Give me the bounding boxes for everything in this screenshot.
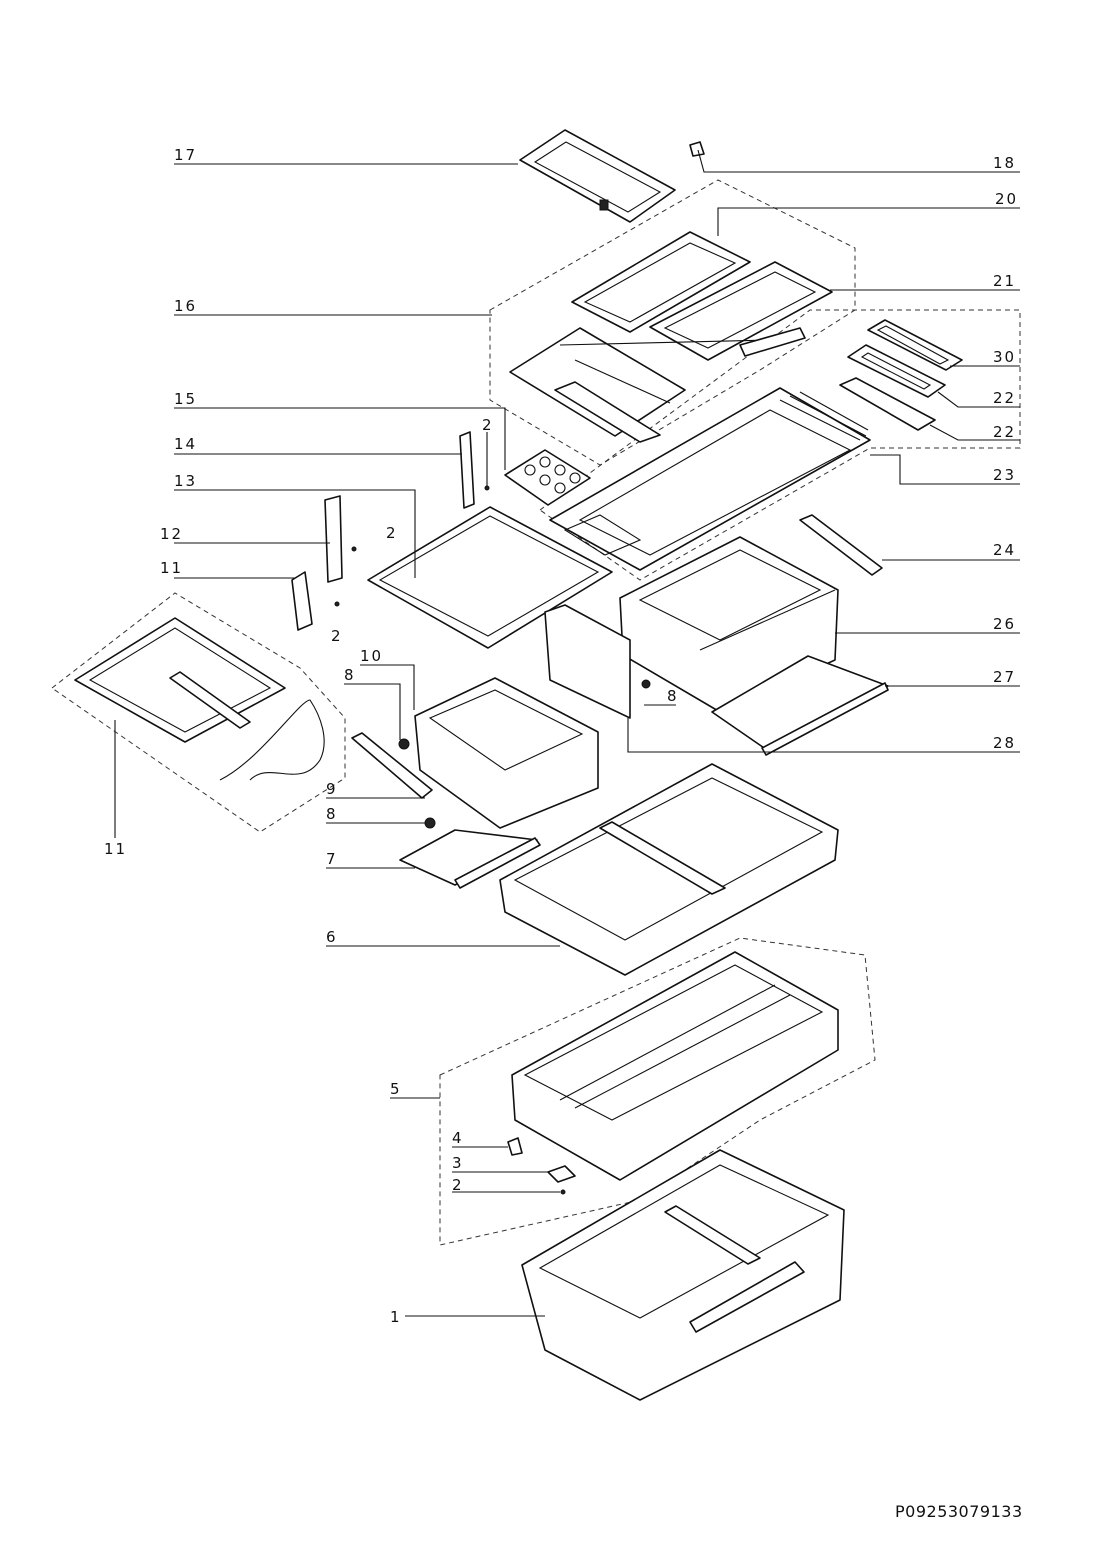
- callout-2-b: 2: [386, 524, 398, 542]
- group-outline-11: [51, 592, 346, 833]
- part-18-shelf: [519, 129, 676, 223]
- callout-12: 11: [160, 559, 183, 577]
- callout-21: 20: [995, 190, 1018, 208]
- callout-23-lower: 22: [993, 423, 1016, 441]
- callout-17: 16: [174, 297, 197, 315]
- callout-15: 14: [174, 435, 197, 453]
- part-29-frame: [544, 604, 651, 719]
- part-15-bracket: [459, 431, 475, 509]
- part-5-bin: [511, 951, 839, 1181]
- part-2-screw-a: [484, 432, 490, 491]
- callout-29: 28: [993, 734, 1016, 752]
- part-4-clip: [507, 1137, 523, 1156]
- callout-4: 4: [452, 1129, 464, 1147]
- part-28-glass-cover: [711, 655, 889, 756]
- part-23-trim-upper: [847, 344, 946, 398]
- callout-16: 15: [174, 390, 197, 408]
- leader-lines: [114, 149, 1020, 1317]
- part-14-glass-shelf: [367, 506, 613, 649]
- part-3-bracket: [547, 1165, 576, 1183]
- callout-2-a: 2: [482, 416, 494, 434]
- callout-8-a: 8: [344, 666, 356, 684]
- part-6-bin: [499, 763, 839, 976]
- callout-8-c: 8: [326, 805, 338, 823]
- callout-9: 9: [326, 780, 338, 798]
- part-1-drawer: [521, 1149, 845, 1401]
- part-12-bracket: [291, 571, 313, 631]
- part-23-trim-lower: [839, 377, 936, 431]
- callout-23-upper: 22: [993, 389, 1016, 407]
- part-9-panel: [351, 732, 433, 799]
- part-17-shelf-frame: [509, 327, 806, 443]
- callout-7: 7: [326, 850, 338, 868]
- callout-6: 6: [326, 928, 338, 946]
- callout-1: 1: [390, 1308, 402, 1326]
- callout-2-d: 2: [452, 1176, 464, 1194]
- callout-20: 18: [993, 154, 1016, 172]
- part-30-cover: [867, 319, 963, 371]
- callout-11: 11: [104, 840, 127, 858]
- callout-2-c: 2: [331, 627, 343, 645]
- part-20-clip: [689, 141, 705, 157]
- callout-14: 13: [174, 472, 197, 490]
- part-26-rail: [799, 514, 883, 576]
- callout-3: 3: [452, 1154, 464, 1172]
- part-7-glass-cover: [399, 829, 541, 889]
- part-13-bracket: [324, 495, 343, 583]
- part-16-egg-tray: [504, 449, 591, 506]
- callout-10: 10: [360, 647, 383, 665]
- part-10-drawer: [414, 677, 599, 829]
- part-8-knob-b: [424, 817, 436, 829]
- callout-22: 21: [993, 272, 1016, 290]
- callout-30: 30: [993, 348, 1016, 366]
- group-outline-24: [539, 309, 1021, 581]
- callout-13: 12: [160, 525, 183, 543]
- group-outline-17: [489, 179, 856, 466]
- callout-18: 17: [174, 146, 197, 164]
- callout-28: 27: [993, 668, 1016, 686]
- part-2-screw-d: [560, 1189, 566, 1195]
- part-2-screw-c: [334, 601, 340, 607]
- callout-5: 5: [390, 1080, 402, 1098]
- part-8-knob-a: [398, 738, 410, 750]
- part-21-glass-shelf: [571, 231, 751, 333]
- drawing-code: P09253079133: [895, 1502, 1023, 1521]
- callout-26: 24: [993, 541, 1016, 559]
- part-11-shelf-assembly: [74, 617, 325, 781]
- callout-27: 26: [993, 615, 1016, 633]
- part-24-tray: [549, 387, 871, 571]
- callout-8-b: 8: [667, 687, 679, 705]
- part-2-screw-b: [351, 546, 357, 552]
- callout-24: 23: [993, 466, 1016, 484]
